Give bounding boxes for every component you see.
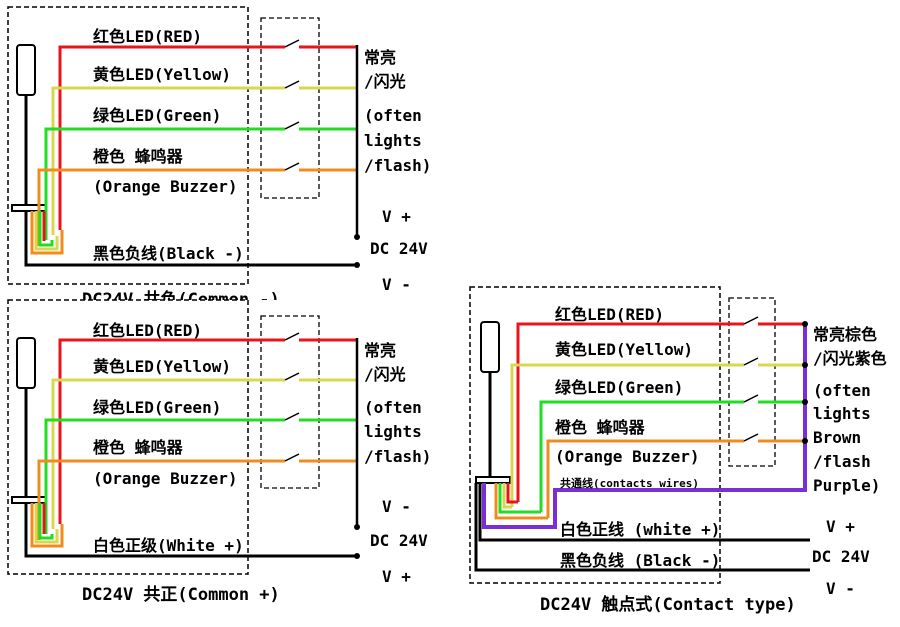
switch-box <box>260 17 320 199</box>
diagram-contact-type: 红色LED(RED) 黄色LED(Yellow) 绿色LED(Green) 橙色… <box>469 286 887 615</box>
wire-white-common <box>24 503 357 558</box>
tower-light-icon <box>11 44 47 212</box>
label-yellow: 黄色LED(Yellow) <box>555 340 693 359</box>
supply-label: V - <box>826 579 855 598</box>
label-red: 红色LED(RED) <box>555 305 664 324</box>
mode-text: 常亮棕色 <box>813 325 877 344</box>
tower-light-icon <box>475 321 511 484</box>
mode-text: /flash) <box>364 156 431 175</box>
switch-box <box>728 297 776 467</box>
label-green: 绿色LED(Green) <box>93 106 221 125</box>
wire-red <box>58 338 285 524</box>
label-orange-en: (Orange Buzzer) <box>93 177 238 196</box>
mode-text: 常亮 <box>364 48 396 67</box>
supply-label: V + <box>826 517 855 536</box>
supply-label: DC 24V <box>370 239 428 258</box>
label-white: 白色正线 (white +) <box>560 520 720 539</box>
mode-text: (often <box>364 106 422 125</box>
mode-text: /闪光 <box>364 365 406 384</box>
wire-yellow <box>51 378 285 529</box>
tower-light-box <box>7 6 249 285</box>
switch-box <box>260 315 320 489</box>
mode-text: lights <box>364 131 422 150</box>
supply-label: DC 24V <box>370 531 428 550</box>
wire-yellow <box>51 86 285 235</box>
supply-label: V - <box>382 275 411 294</box>
label-black: 黑色负线 (Black -) <box>560 551 720 570</box>
mode-text: /flash <box>813 452 871 471</box>
mode-text: /闪光 <box>364 72 406 91</box>
wire-orange <box>546 439 744 518</box>
mode-text: Purple) <box>813 476 880 495</box>
mode-text: (often <box>813 381 871 400</box>
tower-light-icon <box>11 337 47 504</box>
wire-white-plus <box>478 483 810 542</box>
wire-yellow <box>510 363 744 507</box>
diagram-common-plus: 红色LED(RED) 黄色LED(Yellow) 绿色LED(Green) 橙色… <box>7 299 431 605</box>
label-yellow: 黄色LED(Yellow) <box>93 357 231 376</box>
label-red: 红色LED(RED) <box>93 321 202 340</box>
label-yellow: 黄色LED(Yellow) <box>93 65 231 84</box>
wire-green <box>539 400 744 512</box>
wire-green <box>44 127 285 240</box>
label-green: 绿色LED(Green) <box>93 398 221 417</box>
title-common-plus: DC24V 共正(Common +) <box>82 585 280 605</box>
mode-text: /flash) <box>364 447 431 466</box>
label-contacts: 共通线(contacts wires) <box>560 476 699 490</box>
mode-text: Brown <box>813 428 861 447</box>
wire-purple-contacts <box>482 324 807 529</box>
label-green: 绿色LED(Green) <box>555 378 683 397</box>
label-common: 白色正级(White +) <box>93 536 244 555</box>
supply-label: DC 24V <box>812 547 870 566</box>
tower-light-box <box>7 299 249 575</box>
wire-green <box>44 418 285 534</box>
supply-label: V + <box>382 207 411 226</box>
tower-light-box <box>469 286 721 584</box>
title-top: DC24V 共负(Common -) <box>82 289 280 310</box>
mode-text: lights <box>813 404 871 423</box>
mode-text: (often <box>364 398 422 417</box>
mode-text: 常亮 <box>364 341 396 360</box>
supply-label: V + <box>382 567 411 586</box>
label-common: 黑色负线(Black -) <box>93 244 244 263</box>
diagram-top: 红色LED(RED) 黄色LED(Yellow) 绿色LED(Green) 橙色… <box>7 6 431 310</box>
supply-label: V - <box>382 497 411 516</box>
label-orange: 橙色 蜂鸣器 <box>93 147 184 166</box>
wire-black-common <box>24 211 357 267</box>
mode-text: /闪光紫色 <box>813 349 887 368</box>
wire-black-minus <box>474 483 810 572</box>
label-red: 红色LED(RED) <box>93 27 202 46</box>
label-orange: 橙色 蜂鸣器 <box>555 418 646 437</box>
mode-text: lights <box>364 422 422 441</box>
label-orange: 橙色 蜂鸣器 <box>93 438 184 457</box>
title-contact-type: DC24V 触点式(Contact type) <box>540 594 796 615</box>
label-orange-en: (Orange Buzzer) <box>555 447 700 466</box>
label-orange-en: (Orange Buzzer) <box>93 469 238 488</box>
wire-red <box>516 322 744 502</box>
